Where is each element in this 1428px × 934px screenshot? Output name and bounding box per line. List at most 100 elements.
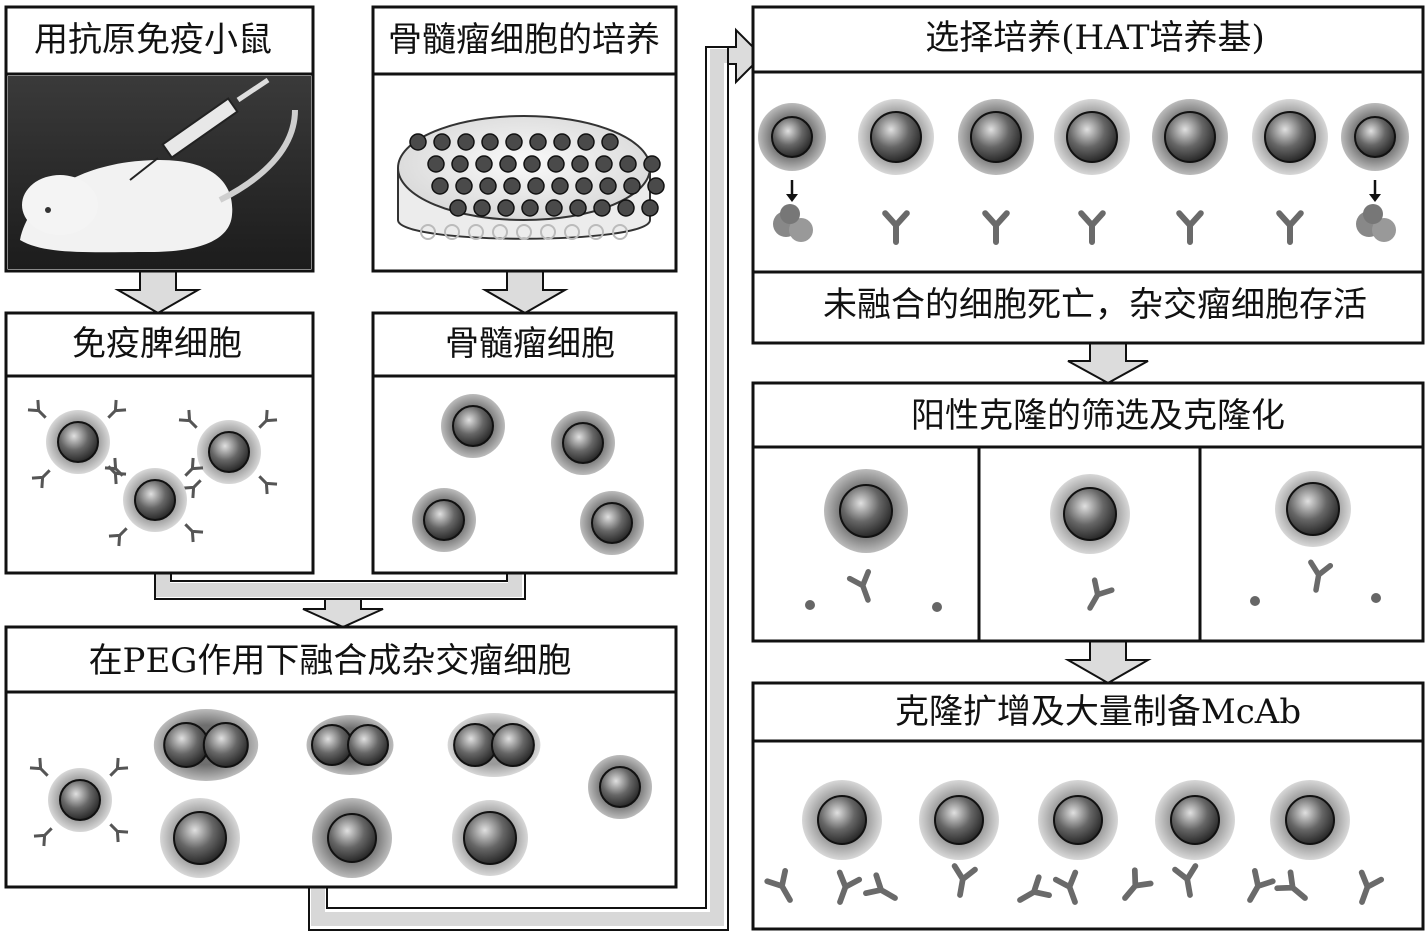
cell-icon — [427, 155, 445, 173]
cell-icon — [547, 155, 565, 173]
panel-myeloma-culture: 骨髓瘤细胞的培养 — [371, 5, 678, 273]
antibody-icon — [178, 409, 198, 429]
cell-icon — [497, 199, 515, 217]
cell-icon — [641, 199, 659, 217]
cell-icon — [545, 199, 563, 217]
cell-icon — [601, 133, 619, 151]
antibody-icon — [1176, 210, 1204, 246]
dead-cell-icon — [1356, 180, 1396, 242]
cell-icon — [551, 177, 569, 195]
antibody-icon — [863, 872, 898, 901]
panel-immunize: 用抗原免疫小鼠 — [4, 5, 315, 273]
antibody-icon — [107, 399, 127, 419]
antigen-icon — [805, 600, 815, 610]
cell-icon — [643, 155, 661, 173]
panel-fusion: 在PEG作用下融合成杂交瘤细胞 — [4, 625, 678, 889]
antibody-icon — [1087, 577, 1115, 611]
cell-icon — [858, 99, 934, 175]
cell-icon — [441, 394, 505, 458]
mouse-photo — [8, 76, 311, 269]
cell-icon — [617, 199, 635, 217]
antigen-icon — [932, 602, 942, 612]
antibody-icon — [1247, 868, 1276, 903]
cell-icon — [123, 468, 187, 532]
cell-icon — [593, 199, 611, 217]
cell-icon — [1270, 780, 1350, 860]
antibody-icon — [182, 479, 202, 499]
cell-icon — [1341, 103, 1409, 171]
cell-icon — [564, 224, 580, 240]
cell-icon — [457, 133, 475, 151]
panel-positive-clone-title: 阳性克隆的筛选及克隆化 — [911, 396, 1285, 436]
antibody-icon — [31, 469, 51, 489]
down-arrow-4 — [1067, 342, 1149, 385]
down-arrow-3 — [302, 598, 384, 629]
antibody-icon — [1122, 867, 1154, 901]
antibody-icon — [1052, 869, 1079, 905]
cell-icon — [824, 469, 908, 553]
cell-icon — [1050, 474, 1130, 554]
pipe-spleen-myeloma-to-fusion — [154, 573, 526, 600]
cell-icon — [516, 224, 532, 240]
panel-fusion-title: 在PEG作用下融合成杂交瘤细胞 — [89, 641, 572, 681]
cell-icon — [540, 224, 556, 240]
antibody-icon — [951, 863, 978, 898]
antibody-icon — [184, 457, 204, 477]
antigen-icon — [1250, 596, 1260, 606]
antibody-icon — [258, 409, 278, 429]
panel-spleen-cells-title: 免疫脾细胞 — [72, 324, 242, 364]
cell-icon — [521, 199, 539, 217]
antibody-icon — [846, 569, 872, 603]
down-arrow-2 — [481, 270, 569, 315]
cell-icon — [481, 133, 499, 151]
panel-hat-selection-title: 选择培养(HAT培养基) — [925, 18, 1265, 58]
cell-icon — [197, 420, 261, 484]
cell-icon — [612, 224, 628, 240]
cell-icon — [431, 177, 449, 195]
cell-icon — [420, 224, 436, 240]
cell-icon — [577, 133, 595, 151]
cell-icon — [475, 155, 493, 173]
panel-hat-selection-caption: 未融合的细胞死亡，杂交瘤细胞存活 — [823, 285, 1367, 325]
cell-icon — [553, 133, 571, 151]
syringe-icon — [129, 77, 270, 181]
cell-icon — [46, 410, 110, 474]
cell-icon — [919, 780, 999, 860]
cell-icon — [529, 133, 547, 151]
antibody-icon — [108, 527, 128, 547]
dead-cell-icon — [773, 180, 813, 242]
cell-icon — [802, 780, 882, 860]
antibody-icon — [1358, 869, 1385, 905]
cell-icon — [523, 155, 541, 173]
cell-icon — [499, 155, 517, 173]
cell-icon — [433, 133, 451, 151]
down-arrow-1 — [114, 270, 202, 315]
antibody-icon — [1276, 210, 1304, 246]
cell-icon — [503, 177, 521, 195]
cell-icon — [409, 133, 427, 151]
antibody-icon — [104, 457, 124, 477]
antibody-icon — [27, 399, 47, 419]
panel-myeloma-cells: 骨髓瘤细胞 — [371, 311, 678, 575]
petri-dish-icon — [397, 115, 665, 240]
cell-icon — [1054, 99, 1130, 175]
antibody-icon — [109, 757, 129, 777]
cell-icon — [452, 800, 528, 876]
panel-spleen-cells: 免疫脾细胞 — [4, 311, 315, 575]
panel-hat-selection: 选择培养(HAT培养基) 未融合的细胞死亡，杂交瘤细胞存活 — [751, 5, 1425, 345]
cell-icon — [451, 155, 469, 173]
panel-immunize-title: 用抗原免疫小鼠 — [34, 20, 272, 60]
cell-icon — [571, 155, 589, 173]
antibody-icon — [1308, 559, 1334, 593]
antibody-icon — [1017, 874, 1052, 903]
antibody-icon — [1078, 210, 1106, 246]
cell-icon — [1275, 471, 1351, 547]
cell-icon — [1038, 780, 1118, 860]
cell-icon — [647, 177, 665, 195]
cell-icon — [599, 177, 617, 195]
antibody-icon — [836, 869, 863, 905]
cell-icon — [1252, 99, 1328, 175]
cell-icon — [455, 177, 473, 195]
